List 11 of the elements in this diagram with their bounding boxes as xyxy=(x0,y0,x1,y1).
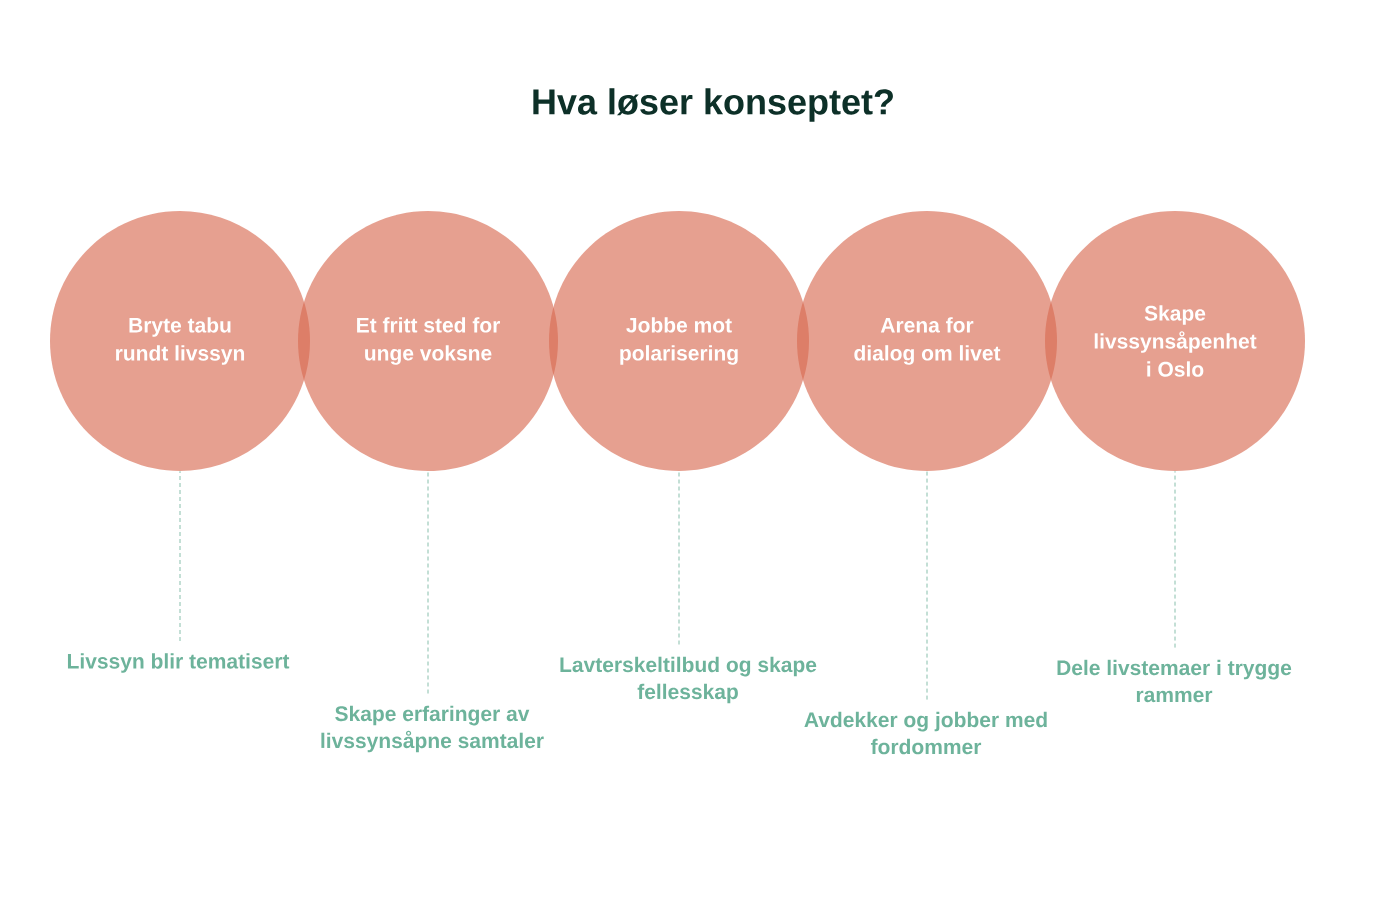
leader-line xyxy=(427,470,429,694)
leader-line xyxy=(1174,470,1176,648)
outcome-label: Avdekker og jobber med fordommer xyxy=(804,711,1047,755)
leader-line xyxy=(926,470,928,700)
leader-line xyxy=(678,470,680,645)
outcome-label: Dele livstemaer i trygge rammer xyxy=(1057,659,1292,703)
leader-line xyxy=(179,470,181,642)
outcome-label: Livssyn blir tematisert xyxy=(67,653,290,673)
outcome-label: Skape erfaringer av livssynsåpne samtaler xyxy=(321,705,544,753)
title: Hva løser konseptet? xyxy=(533,88,893,122)
outcome-label: Lavterskeltilbud og skape fellesskap xyxy=(560,656,817,704)
